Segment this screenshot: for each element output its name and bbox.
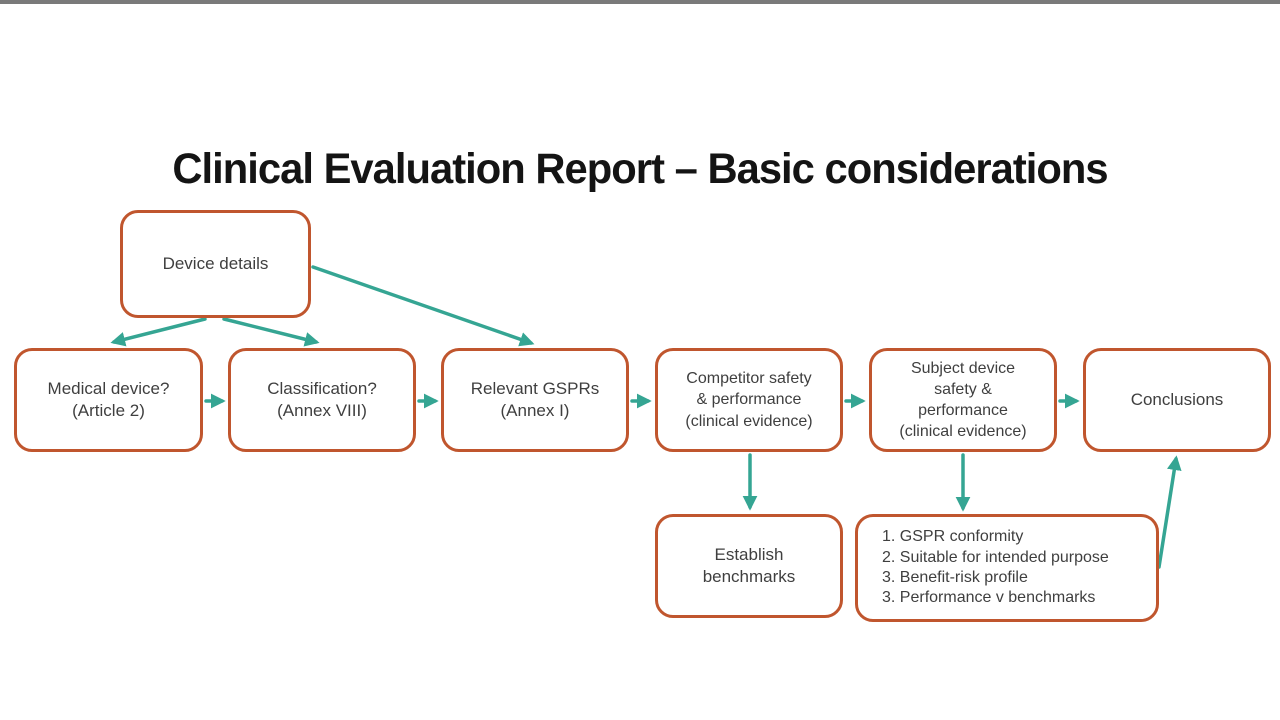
- box-classification: Classification? (Annex VIII): [228, 348, 416, 452]
- box-relevant-gsprs: Relevant GSPRs (Annex I): [441, 348, 629, 452]
- box-evaluation-criteria: 1. GSPR conformity 2. Suitable for inten…: [855, 514, 1159, 622]
- arrow-criteria-to-conclusions: [1157, 455, 1182, 569]
- arrow-device-to-classification: [222, 317, 320, 347]
- top-bar: [0, 0, 1280, 4]
- slide-title: Clinical Evaluation Report – Basic consi…: [172, 144, 1108, 193]
- arrow-device-to-medical: [110, 317, 207, 347]
- box-establish-benchmarks: Establish benchmarks: [655, 514, 843, 618]
- arrow-device-to-gsprs: [311, 265, 535, 347]
- box-medical-device: Medical device? (Article 2): [14, 348, 203, 452]
- box-device-details: Device details: [120, 210, 311, 318]
- box-conclusions: Conclusions: [1083, 348, 1271, 452]
- box-competitor-safety: Competitor safety & performance (clinica…: [655, 348, 843, 452]
- box-subject-device: Subject device safety & performance (cli…: [869, 348, 1057, 452]
